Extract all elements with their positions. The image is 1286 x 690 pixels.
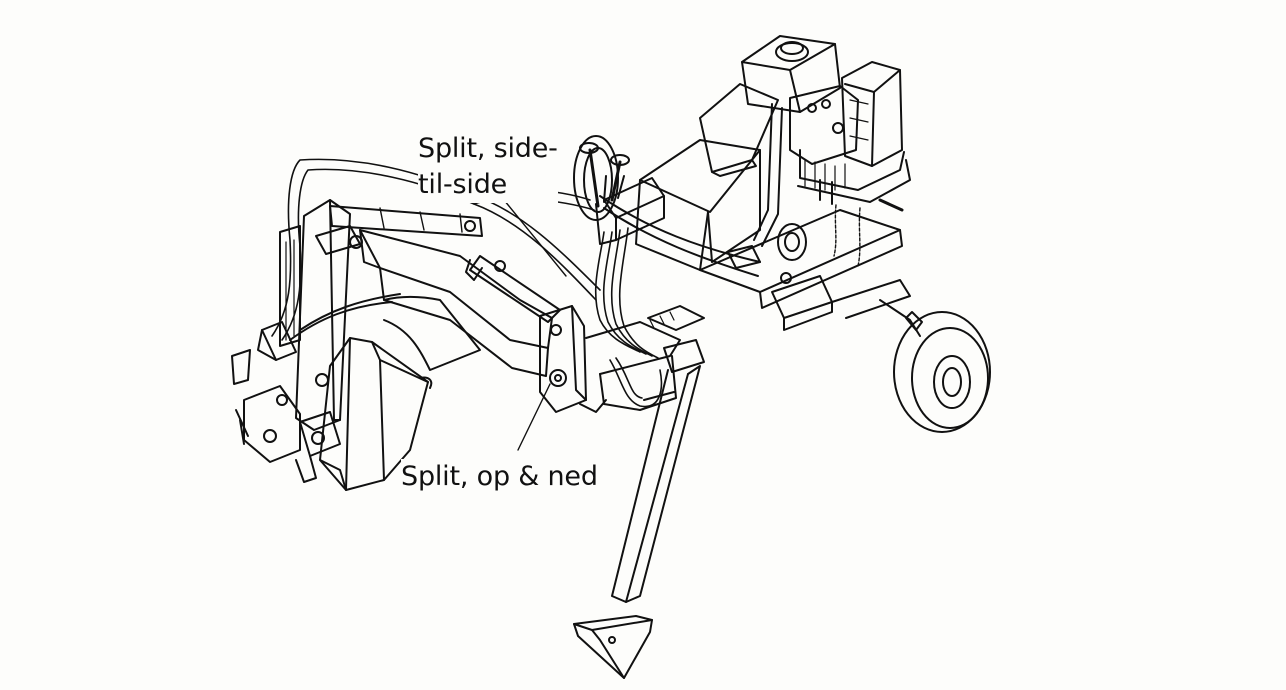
- control-valve: [573, 135, 665, 245]
- boom-cylinder: [469, 255, 561, 323]
- engine-block: [789, 85, 859, 165]
- stabilizer-foot: [573, 615, 653, 631]
- bucket: [319, 337, 433, 491]
- stabilizer-leg: [573, 339, 705, 679]
- swing-bracket: [539, 305, 705, 413]
- dipper-cylinder: [329, 205, 483, 237]
- control-lever-right: [610, 160, 622, 202]
- fuel-tank: [741, 35, 841, 113]
- leader-up-down: [517, 383, 551, 451]
- callout-side-to-side-line2: til-side: [418, 167, 558, 203]
- callout-up-down: Split, op & ned: [401, 459, 598, 495]
- dipper-arm: [231, 199, 483, 483]
- leader-lines: [503, 199, 567, 451]
- air-filter: [841, 61, 903, 167]
- callout-side-to-side-line1: Split, side-: [418, 131, 558, 167]
- main-frame: [599, 83, 903, 309]
- control-lever-left: [588, 148, 600, 208]
- seat-back: [699, 83, 779, 173]
- callout-up-down-line1: Split, op & ned: [401, 459, 598, 495]
- seat-box: [639, 139, 761, 213]
- engine: [741, 35, 911, 267]
- roll-bar: [753, 103, 773, 241]
- callout-side-to-side: Split, side- til-side: [418, 131, 558, 203]
- wheel-assembly: [771, 223, 991, 433]
- wheel: [893, 311, 991, 433]
- leader-side-to-side: [503, 199, 567, 277]
